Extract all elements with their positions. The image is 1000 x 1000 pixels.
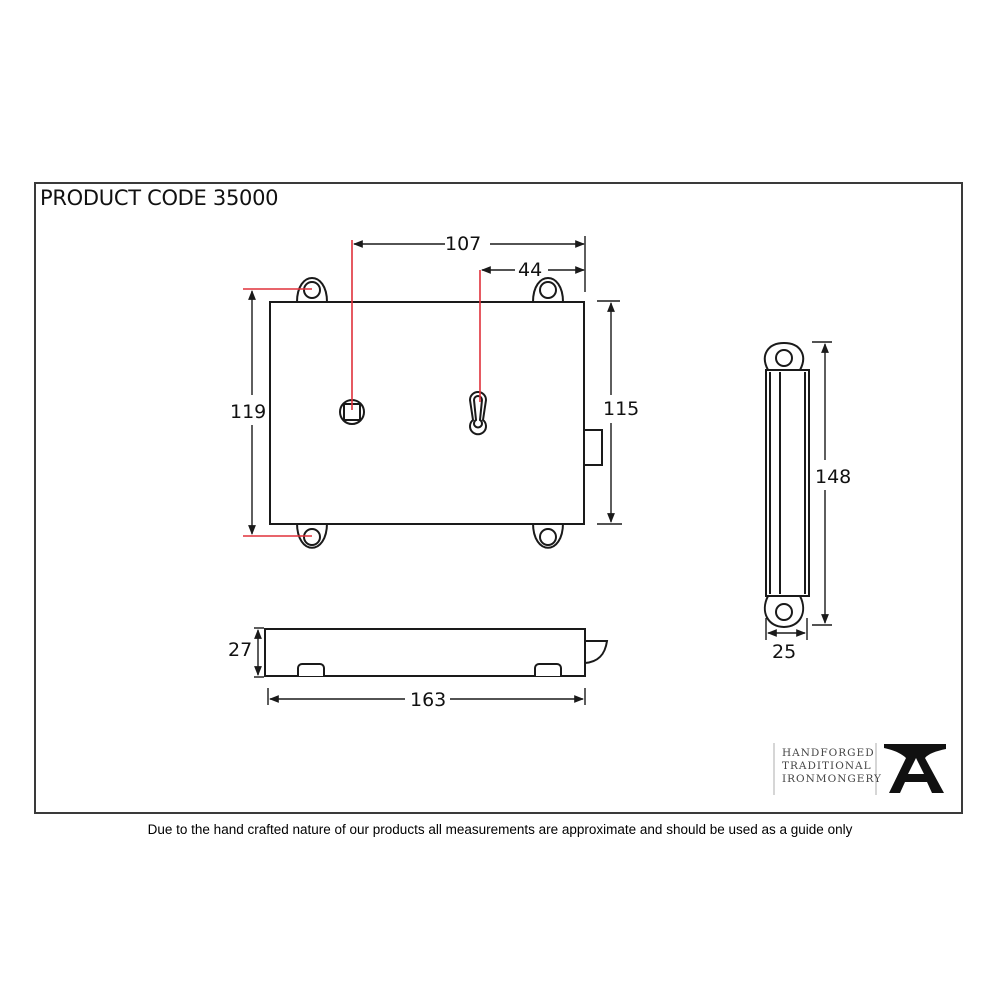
keep-body <box>765 369 810 597</box>
keep-top-hole <box>775 349 793 367</box>
side-lug-left <box>297 663 325 676</box>
dim-119: 119 <box>230 401 266 423</box>
brand-line-2: TRADITIONAL <box>782 760 872 772</box>
dim-115: 115 <box>603 398 639 420</box>
dimension-lines <box>248 236 622 535</box>
bolt <box>583 429 603 466</box>
keyhole-inner <box>472 395 484 429</box>
keep-bottom-hole <box>775 603 793 621</box>
side-lug-right <box>534 663 562 676</box>
brand-text: HANDFORGED TRADITIONAL IRONMONGERY <box>782 747 882 786</box>
bottom-left-lug-hole <box>303 528 321 546</box>
bolt-side <box>584 640 609 664</box>
anvil-a-icon <box>884 744 946 793</box>
lock-front-view <box>269 277 603 549</box>
side-dimension-lines <box>254 627 586 705</box>
brand-logo <box>773 743 946 795</box>
drawing-frame <box>34 182 963 814</box>
brand-line-1: HANDFORGED <box>782 747 875 759</box>
top-right-lug-hole <box>539 281 557 299</box>
product-code-title: PRODUCT CODE 35000 <box>40 186 279 210</box>
lock-side-view <box>264 628 609 677</box>
keep-view <box>763 341 810 629</box>
top-left-lug-hole <box>303 281 321 299</box>
dim-107: 107 <box>445 233 481 255</box>
keep-dimension-lines <box>765 341 832 640</box>
dim-44: 44 <box>518 259 542 281</box>
lock-body <box>269 301 585 525</box>
reference-lines <box>243 240 481 537</box>
dim-27: 27 <box>228 639 252 661</box>
brand-line-3: IRONMONGERY <box>782 773 882 785</box>
disclaimer-text: Due to the hand crafted nature of our pr… <box>147 822 853 837</box>
dim-148: 148 <box>815 466 851 488</box>
bottom-right-lug-hole <box>539 528 557 546</box>
dim-25: 25 <box>772 641 796 663</box>
dim-163: 163 <box>410 689 446 711</box>
